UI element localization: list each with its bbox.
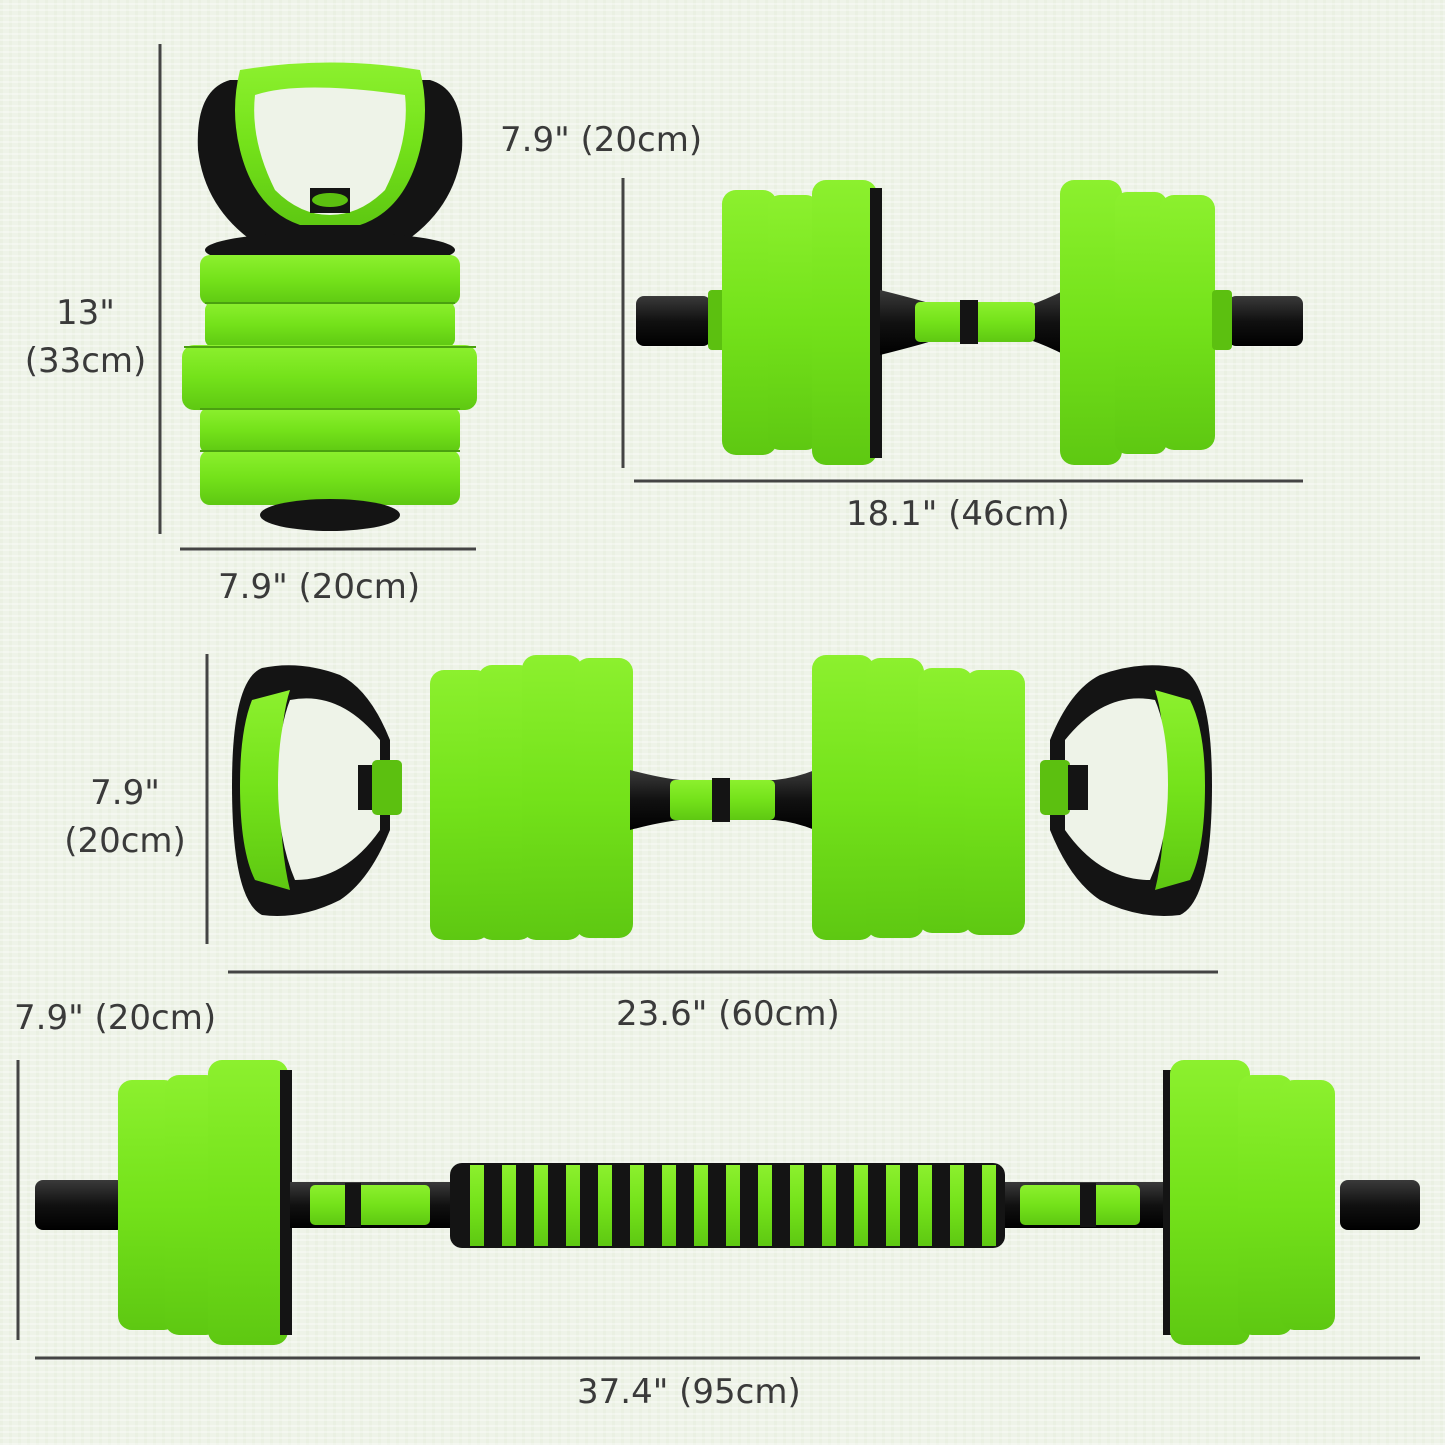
kettlebell-height-label: 13" (33cm) <box>18 293 153 381</box>
barbell-height-label: 7.9" (20cm) <box>14 998 217 1038</box>
foam-sleeve-stripes <box>470 1165 996 1246</box>
kettlebell-width-label: 7.9" (20cm) <box>218 567 421 607</box>
kettlebell-handle-hole <box>254 87 406 215</box>
kettle-dumbbell-length-label: 23.6" (60cm) <box>616 994 840 1034</box>
kettlebell-height-value: 13" <box>56 293 115 333</box>
dumbbell-height-label: 7.9" (20cm) <box>500 120 703 160</box>
kettle-dumbbell-height-metric: (20cm) <box>64 821 186 861</box>
kettle-dumbbell-height-value: 7.9" <box>90 773 160 813</box>
dimension-lines <box>16 44 1420 1360</box>
dumbbell <box>636 180 1303 465</box>
barbell-length-label: 37.4" (95cm) <box>577 1372 801 1412</box>
barbell <box>35 1060 1420 1345</box>
kettle-dumbbell-height-label: 7.9" (20cm) <box>55 773 195 861</box>
kettle-dumbbell <box>232 655 1212 940</box>
dumbbell-length-label: 18.1" (46cm) <box>846 494 1070 534</box>
kettlebell-height-metric: (33cm) <box>24 341 147 381</box>
kettlebell <box>182 62 477 531</box>
